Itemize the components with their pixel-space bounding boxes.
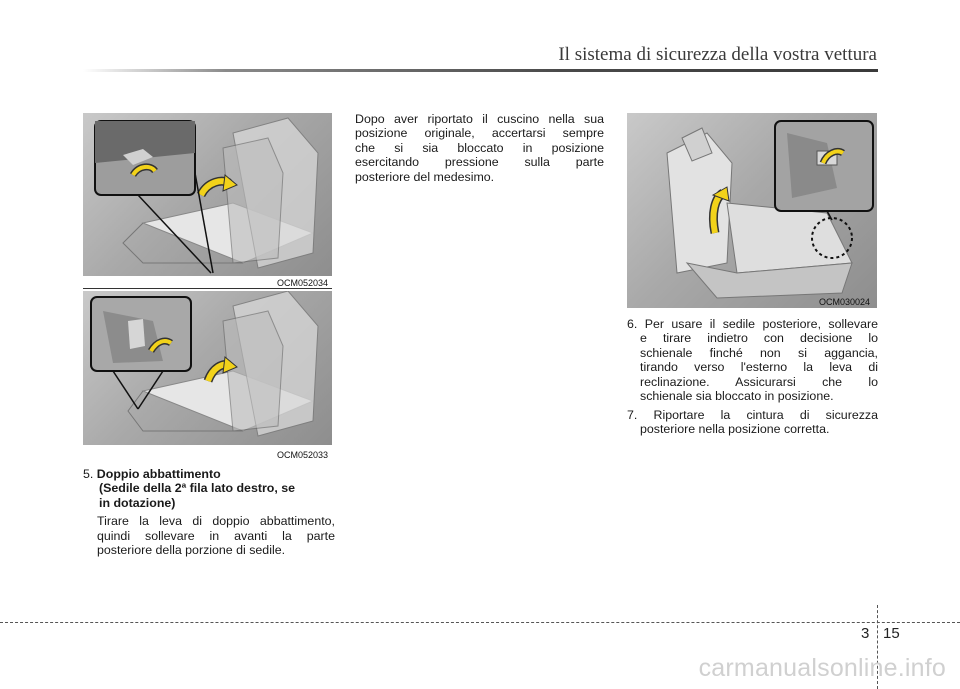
step7-block: 7. Riportare la cintura di sicurezza pos… (627, 408, 878, 437)
middle-line-2: posizione originale, accertarsi sempre (355, 126, 604, 141)
footer-divider (877, 605, 878, 689)
page-header-title: Il sistema di sicurezza della vostra vet… (558, 44, 877, 65)
step5-block: 5. Doppio abbattimento (Sedile della 2ª … (83, 467, 335, 557)
step6-line-5: reclinazione. Assicurarsi che lo (640, 374, 878, 389)
step5-body-line-2: quindi sollevare in avanti la parte (97, 528, 335, 543)
page-number: 15 (883, 625, 900, 642)
middle-line-4: esercitando pressione sulla parte (355, 155, 604, 170)
step5-title-line-2: (Sedile della 2ª fila lato destro, se (99, 481, 296, 496)
middle-line-1: Dopo aver riportato il cuscino nella sua (355, 112, 604, 126)
step5-number: 5. (83, 467, 94, 481)
seat-fold-figure-2 (83, 291, 332, 445)
figure-separator (83, 288, 332, 289)
figure-code-2: OCM052033 (277, 450, 329, 460)
step5-title-line-1: Doppio abbattimento (96, 467, 221, 481)
step6-block: 6. Per usare il sedile posteriore, solle… (627, 317, 878, 403)
step7-line-1: 7. Riportare la cintura di sicurezza (627, 408, 878, 422)
chapter-number: 3 (861, 625, 870, 642)
step5-body-line-3: posteriore della porzione di sedile. (97, 543, 286, 558)
step6-line-1: 6. Per usare il sedile posteriore, solle… (627, 317, 878, 331)
header-rule (83, 69, 878, 72)
step5-body-line-1: Tirare la leva di doppio abbattimento, (97, 514, 335, 529)
step6-line-6: schienale sia bloccato in posizione. (640, 389, 834, 404)
seat-fold-figure-1 (83, 113, 332, 276)
step7-line-2: posteriore nella posizione corretta. (640, 422, 830, 437)
figure-code-1: OCM052034 (277, 278, 329, 288)
middle-line-3: che si sia bloccato in posizione (355, 140, 604, 155)
seat-recline-figure (627, 113, 877, 308)
step6-line-2: e tirare indietro con decisione lo (640, 331, 878, 346)
middle-line-5: posteriore del medesimo. (355, 169, 495, 184)
middle-paragraph: Dopo aver riportato il cuscino nella sua… (355, 112, 604, 184)
step6-line-3: schienale finché non si aggancia, (640, 345, 878, 360)
footer-rule (0, 622, 960, 623)
step6-line-4: tirando verso l'esterno la leva di (640, 360, 878, 375)
figure-code-3: OCM030024 (819, 297, 871, 307)
watermark-text: carmanualsonline.info (698, 654, 946, 682)
step5-title-line-3: in dotazione) (99, 495, 176, 510)
